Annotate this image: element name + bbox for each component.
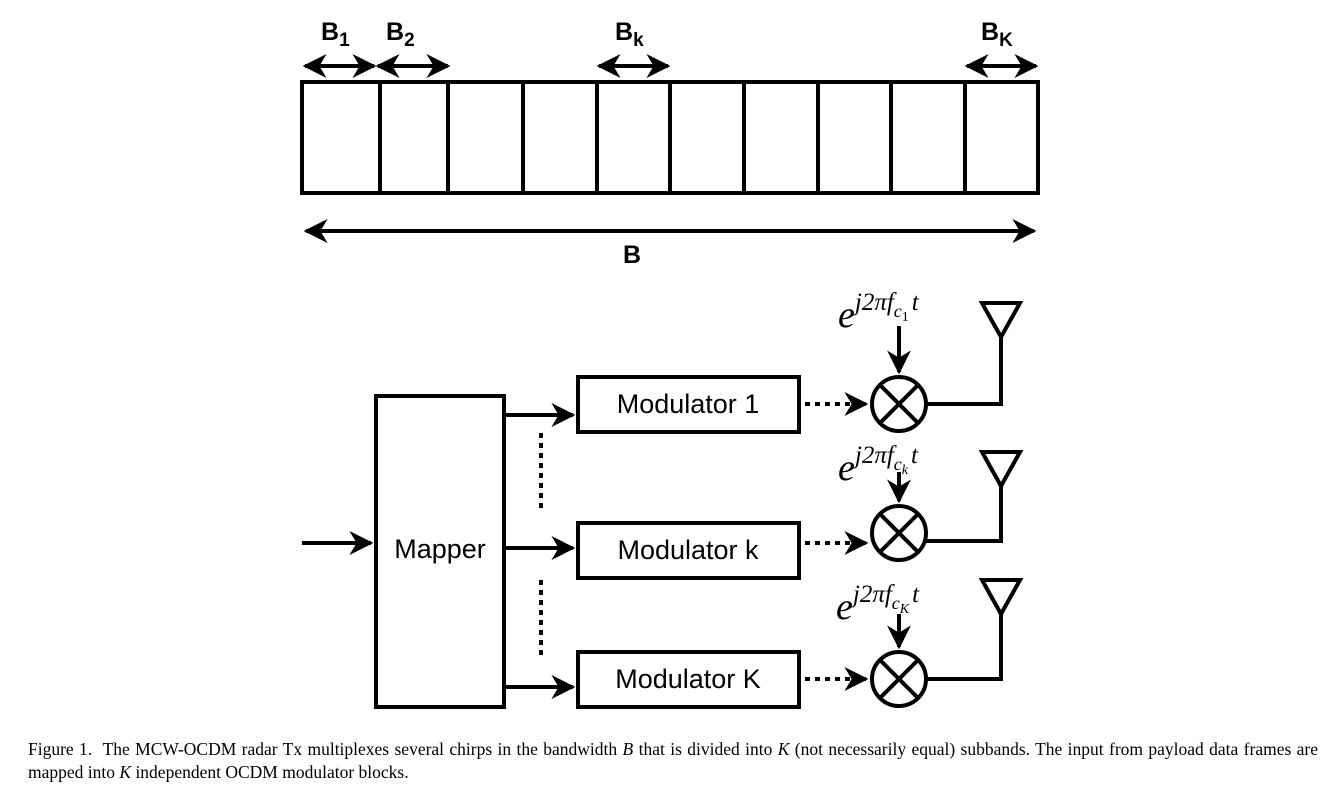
mixer-1-icon xyxy=(870,375,928,433)
caption-part1: The MCW-OCDM radar Tx multiplexes severa… xyxy=(102,739,618,759)
total-bandwidth-label: B xyxy=(623,241,641,269)
caption-var-B: B xyxy=(622,739,634,759)
mixer-K-to-antenna-line xyxy=(926,612,1003,681)
mcw-ocdm-diagram: B1 B2 Bk BK B Mapper Modulator 1 Modulat… xyxy=(300,18,1040,709)
antenna-k-icon xyxy=(978,450,1024,491)
figure-caption: Figure 1. The MCW-OCDM radar Tx multiple… xyxy=(28,738,1318,784)
caption-part2: that is divided into xyxy=(638,739,773,759)
mapper-label: Mapper xyxy=(394,534,486,564)
mapper-block xyxy=(374,394,506,709)
subband-2-label: B2 xyxy=(386,18,415,51)
mixer-1-to-antenna-line xyxy=(926,330,1003,406)
mixer-K-icon xyxy=(870,650,928,708)
antenna-1-icon xyxy=(978,301,1024,342)
modulator-1-label: Modulator 1 xyxy=(617,389,760,419)
modulator-k-block xyxy=(576,521,801,580)
carrier-K-label: ej2πfcKt xyxy=(836,581,920,628)
modulator-1-block xyxy=(576,375,801,434)
caption-var-K2: K xyxy=(119,762,132,782)
carrier-1-label: ej2πfc1t xyxy=(838,289,920,336)
subband-K-label: BK xyxy=(981,18,1013,51)
mixer-k-to-antenna-line xyxy=(926,480,1003,543)
caption-lead: Figure 1. xyxy=(28,739,93,759)
mixer-k-icon xyxy=(870,504,928,562)
antenna-K-icon xyxy=(978,578,1024,619)
carrier-k-label: ej2πfckt xyxy=(838,442,919,489)
modulator-K-label: Modulator K xyxy=(615,664,761,694)
spectrum-bar xyxy=(300,80,1040,195)
caption-part3: (not necessarily equal) subbands. The in… xyxy=(28,739,1319,782)
caption-var-K1: K xyxy=(777,739,790,759)
subband-1-label: B1 xyxy=(321,18,350,51)
modulator-k-label: Modulator k xyxy=(617,535,759,565)
subband-k-label: Bk xyxy=(615,18,644,51)
caption-part4: independent OCDM modulator blocks. xyxy=(135,762,409,782)
modulator-K-block xyxy=(576,650,801,709)
